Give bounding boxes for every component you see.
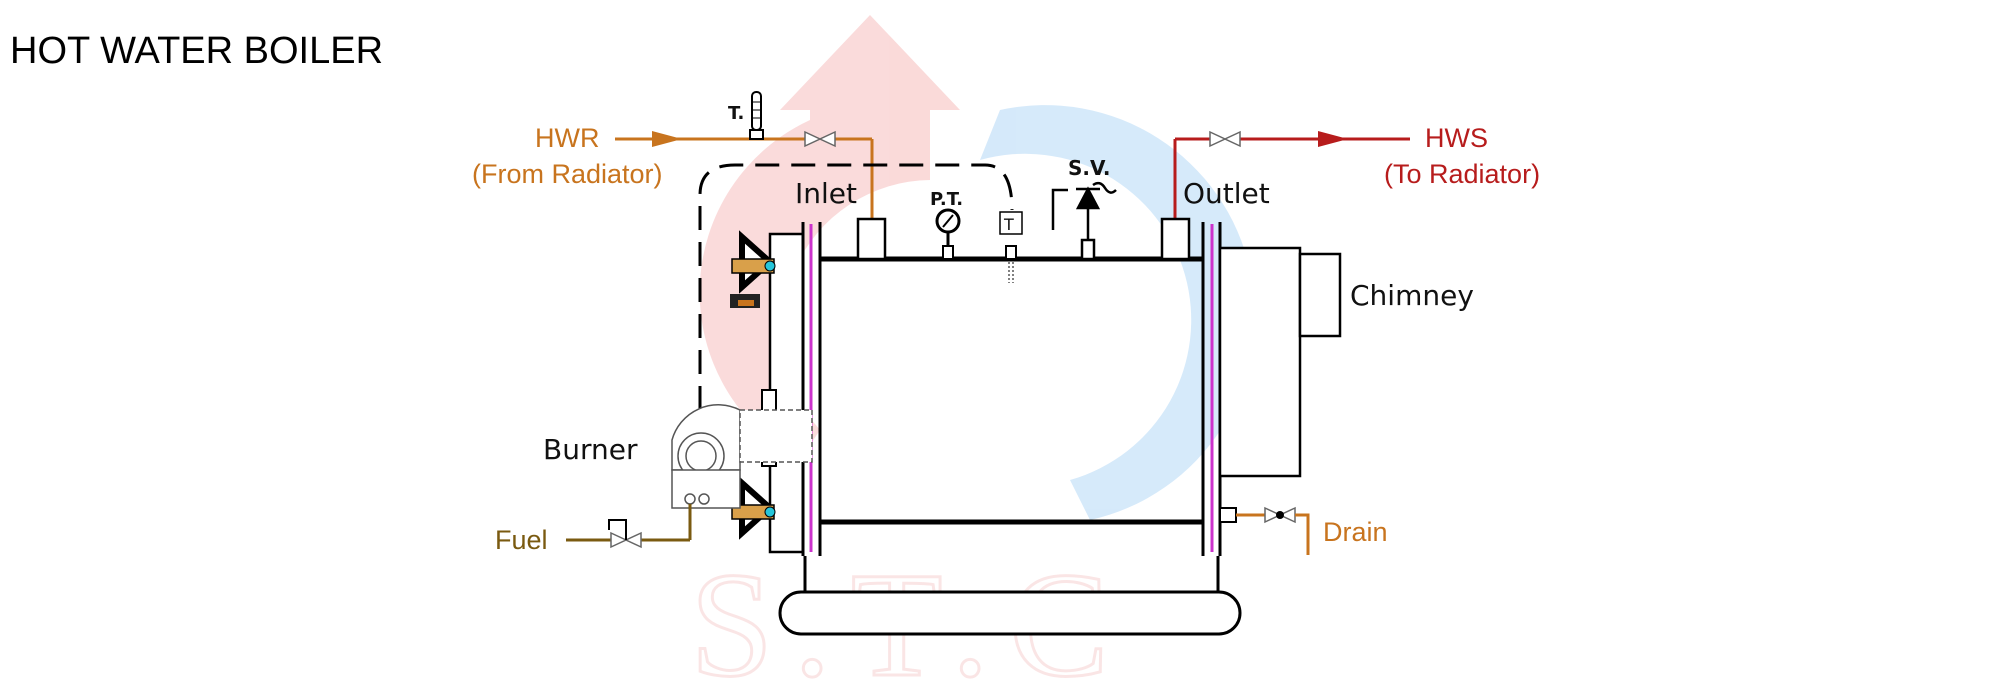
outlet-nozzle [1160,217,1191,261]
watermark: S.T.C [689,15,1255,695]
burner-unit [671,404,813,509]
hws-label: HWS [1425,123,1488,153]
hws-valve [1209,130,1241,148]
hwr-sub-label: (From Radiator) [472,159,663,189]
temp-sensor-label: T [1003,215,1014,234]
fuel-label: Fuel [495,525,548,555]
page-title: HOT WATER BOILER [10,30,384,72]
fuel-valve [608,519,642,549]
outlet-label: Outlet [1183,177,1270,210]
door-hinge-bottom [731,476,776,540]
sight-glass [730,294,760,308]
door-hinge-top [731,230,776,294]
boiler-shell [761,222,1242,636]
pressure-gauge-label: P.T. [930,189,963,210]
drain-connection [1219,506,1310,555]
burner-label: Burner [543,433,638,466]
smoke-box [1218,246,1342,478]
hwr-valve [804,130,836,148]
safety-valve-icon [1051,181,1117,261]
hws-sub-label: (To Radiator) [1384,159,1540,189]
chimney-stack [1298,252,1342,338]
inlet-nozzle [856,217,887,261]
hwr-label: HWR [535,123,599,153]
pressure-gauge-icon [935,208,961,260]
inlet-label: Inlet [795,177,857,210]
flange-gaskets [809,224,1214,552]
control-signal-line [698,163,1014,410]
boiler-base-skid [778,590,1242,636]
nozzles [856,217,1191,261]
temperature-sensor-icon [999,211,1023,283]
watermark-gear-blue [980,105,1255,520]
hws-flow-arrow [1318,131,1348,147]
drain-label: Drain [1323,517,1388,547]
thermometer-icon [749,91,764,140]
hwr-flow-arrow [652,131,682,147]
safety-valve-label: S.V. [1068,156,1111,180]
hwr-return-line [615,137,874,219]
watermark-gear-red [699,15,960,460]
chimney-label: Chimney [1350,279,1474,312]
thermometer-label: T. [728,103,744,124]
fuel-line [566,504,692,542]
